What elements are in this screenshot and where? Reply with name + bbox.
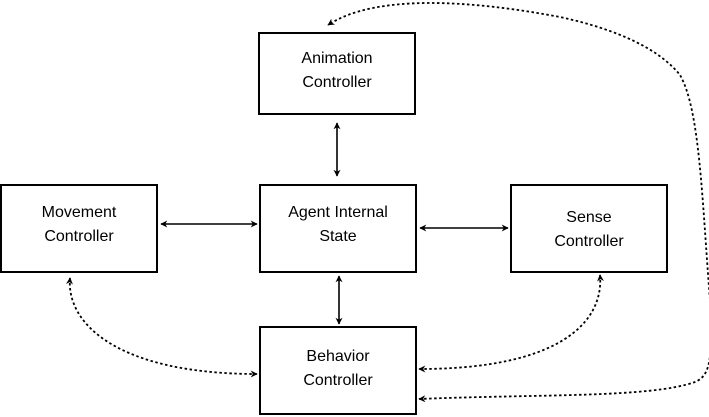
movement-controller-node: Movement Controller (0, 184, 158, 273)
sense-controller-line1: Sense (566, 208, 612, 226)
animation-controller-node: Animation Controller (258, 32, 416, 115)
agent-internal-state-node: Agent Internal State (259, 184, 417, 273)
behavior-controller-line2: Controller (303, 371, 373, 389)
animation-controller-label: Animation Controller (301, 47, 372, 95)
sense-controller-label: Sense Controller (554, 206, 623, 254)
movement-controller-line1: Movement (41, 203, 117, 221)
movement-behavior-connector (65, 277, 258, 378)
animation-controller-line2: Controller (302, 73, 372, 91)
agent-internal-state-line1: Agent Internal (288, 203, 388, 221)
behavior-controller-label: Behavior Controller (303, 345, 372, 393)
agent-internal-state-line2: State (319, 227, 357, 245)
movement-controller-label: Movement Controller (42, 201, 117, 249)
sense-controller-line2: Controller (554, 232, 624, 250)
behavior-controller-node: Behavior Controller (259, 326, 417, 415)
movement-controller-line2: Controller (44, 227, 114, 245)
sense-behavior-connector (418, 274, 605, 373)
animation-controller-line1: Animation (301, 49, 373, 67)
behavior-controller-line1: Behavior (306, 347, 370, 365)
agent-internal-state-label: Agent Internal State (288, 201, 388, 249)
sense-controller-node: Sense Controller (510, 184, 668, 273)
